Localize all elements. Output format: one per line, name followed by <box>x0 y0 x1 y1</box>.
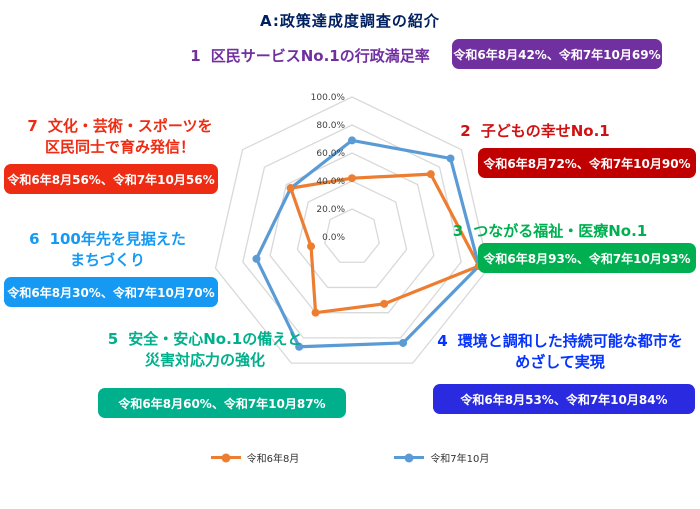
grid-ring <box>242 124 462 339</box>
data-point-marker <box>380 299 389 308</box>
legend-marker-line <box>394 453 425 462</box>
axis-number: 1 <box>190 47 201 65</box>
axis-tick-label: 60.0% <box>316 149 345 159</box>
legend-marker-dot <box>221 453 231 462</box>
legend: 令和6年8月 令和7年10月 <box>0 450 700 465</box>
axis-label-line: まちづくり <box>69 251 145 269</box>
grid-ring <box>269 152 435 314</box>
legend-label: 令和6年8月 <box>246 454 300 465</box>
axis-tick-label: 100.0% <box>311 93 346 103</box>
grid-ring <box>323 208 381 263</box>
data-point-marker <box>307 242 316 251</box>
grid-ring <box>214 96 490 364</box>
data-point-marker <box>399 338 408 347</box>
value-box-4: 令和6年8月53%、令和7年10月84% <box>433 384 695 414</box>
series-line <box>289 172 481 315</box>
chart-title: A:政策達成度調査の紹介 <box>260 12 440 30</box>
legend-marker-line <box>210 453 241 462</box>
data-point-marker <box>446 154 455 163</box>
axis-number: 7 <box>27 117 38 135</box>
value-box-6: 令和6年8月30%、令和7年10月70% <box>4 277 218 307</box>
data-point-marker <box>348 136 356 145</box>
data-point-marker <box>426 170 435 179</box>
axis-label-line: 災害対応力の強化 <box>144 351 265 369</box>
value-box-5: 令和6年8月60%、令和7年10月87% <box>98 388 346 418</box>
legend-item-reiwa6-aug: 令和6年8月 <box>210 450 300 465</box>
data-point-marker <box>348 174 356 183</box>
axis-number: 6 <box>29 230 40 248</box>
series-line <box>254 138 481 349</box>
axis-number: 2 <box>460 122 471 140</box>
data-point-marker <box>311 308 320 317</box>
legend-item-reiwa7-oct: 令和7年10月 <box>394 450 489 465</box>
axis-tick-label: 20.0% <box>316 205 345 215</box>
legend-label: 令和7年10月 <box>430 454 490 465</box>
data-point-marker <box>295 342 304 351</box>
axis-label-line: めざして実現 <box>515 353 605 371</box>
value-box-3: 令和6年8月93%、令和7年10月93% <box>478 243 696 273</box>
axis-number: 3 <box>452 222 464 240</box>
axis-tick-label: 40.0% <box>316 177 345 187</box>
axis-number: 5 <box>107 330 119 348</box>
value-box-2: 令和6年8月72%、令和7年10月90% <box>478 148 696 178</box>
axis-label-line: 区民同士で育み発信！ <box>44 138 195 156</box>
axis-number: 4 <box>437 332 448 350</box>
data-point-marker <box>252 254 261 263</box>
grid-ring <box>296 180 408 289</box>
value-box-1: 令和6年8月42%、令和7年10月69% <box>452 39 662 69</box>
axis-tick-label: 80.0% <box>316 121 345 131</box>
value-box-7: 令和6年8月56%、令和7年10月56% <box>4 164 218 194</box>
axis-tick-label: 0.0% <box>322 233 345 243</box>
data-point-marker <box>286 184 295 193</box>
legend-marker-dot <box>404 453 414 462</box>
